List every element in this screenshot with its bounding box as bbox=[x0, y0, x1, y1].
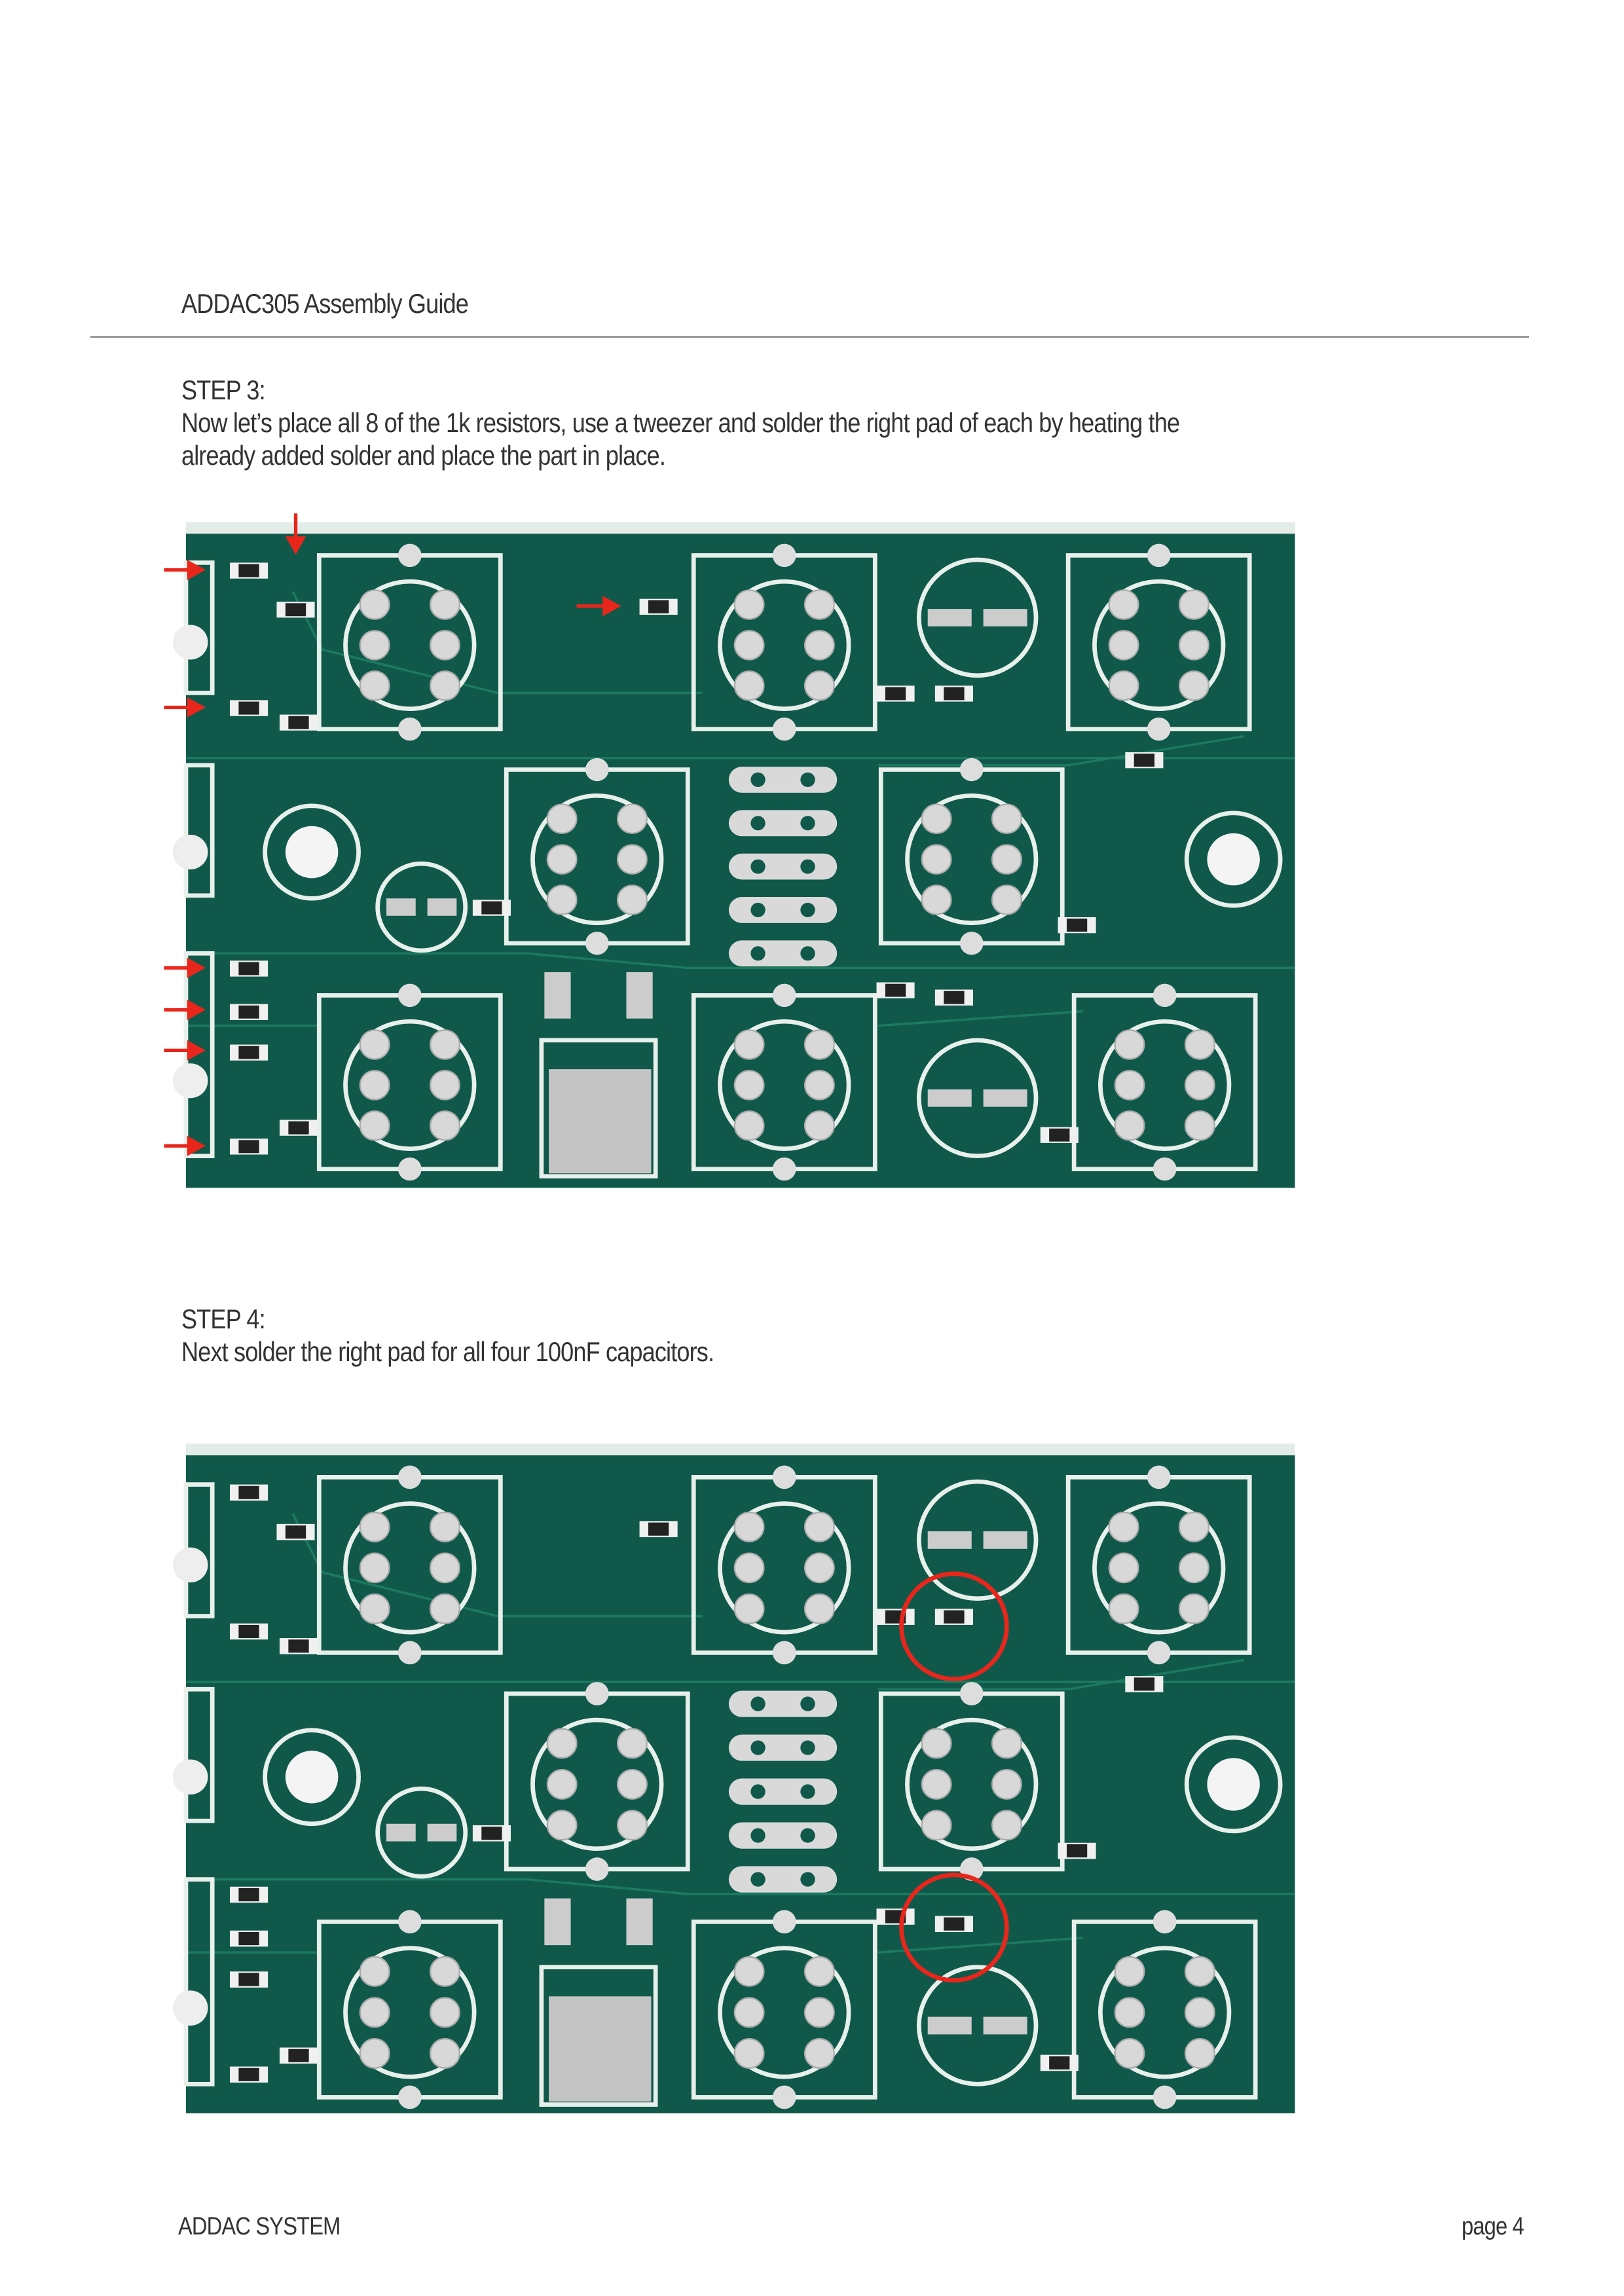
electrolytic-capacitor bbox=[916, 1965, 1039, 2086]
smd-component bbox=[279, 1120, 318, 1136]
jack-footprint bbox=[316, 543, 503, 741]
jack-footprint bbox=[1071, 1910, 1258, 2109]
smd-component bbox=[1058, 1842, 1096, 1859]
smd-component bbox=[276, 1523, 315, 1540]
jack-footprint bbox=[691, 1465, 877, 1665]
smd-component bbox=[639, 1521, 678, 1537]
jack-footprint bbox=[316, 1465, 503, 1665]
jack-footprint bbox=[504, 757, 690, 955]
voltage-regulator bbox=[539, 972, 658, 1178]
smd-component bbox=[276, 602, 315, 618]
step4-text-line1: Next solder the right pad for all four 1… bbox=[181, 1336, 714, 1367]
smd-component bbox=[876, 1609, 915, 1625]
step4-pcb-photo bbox=[161, 1419, 1317, 2113]
highlight-circle bbox=[899, 1872, 1009, 1983]
red-arrows bbox=[164, 513, 621, 1156]
smd-component bbox=[934, 989, 973, 1006]
jack-footprint bbox=[504, 1682, 690, 1881]
jack-footprint bbox=[316, 1910, 503, 2109]
highlight-circle bbox=[899, 1571, 1009, 1681]
arrow-right-icon bbox=[164, 1040, 206, 1061]
arrow-right-icon bbox=[164, 559, 206, 581]
footer-page-number: page 4 bbox=[1462, 2213, 1524, 2240]
jack-footprint bbox=[691, 543, 877, 741]
smd-component bbox=[230, 1930, 268, 1947]
red-circle-markers bbox=[899, 1571, 1009, 1983]
smd-component bbox=[472, 900, 511, 916]
footer-left: ADDAC SYSTEM bbox=[178, 2213, 341, 2240]
step4-title: STEP 4: bbox=[181, 1303, 266, 1334]
smd-component bbox=[230, 1484, 268, 1501]
smd-component bbox=[230, 960, 268, 977]
mounting-hole bbox=[1184, 811, 1283, 908]
arrow-right-icon bbox=[164, 697, 206, 718]
smd-component bbox=[639, 598, 678, 615]
smd-component bbox=[1125, 1676, 1164, 1692]
mounting-hole bbox=[1184, 1735, 1283, 1834]
smd-component bbox=[1125, 752, 1164, 769]
arrow-right-icon bbox=[576, 596, 621, 617]
document-header-title: ADDAC305 Assembly Guide bbox=[181, 288, 469, 319]
jack-footprint bbox=[1071, 983, 1258, 1181]
smd-component bbox=[230, 1044, 268, 1061]
step3-text-line2: already added solder and place the part … bbox=[181, 440, 666, 471]
electrolytic-capacitor bbox=[375, 861, 468, 953]
arrow-right-icon bbox=[164, 999, 206, 1021]
mounting-hole bbox=[263, 1728, 361, 1827]
smd-component bbox=[230, 1623, 268, 1640]
smd-component bbox=[876, 685, 915, 702]
smd-component bbox=[279, 2047, 318, 2064]
voltage-regulator bbox=[539, 1898, 658, 2107]
smd-component bbox=[1040, 2054, 1079, 2071]
arrow-down-icon bbox=[285, 513, 306, 555]
smd-component bbox=[472, 1825, 511, 1842]
arrow-right-icon bbox=[164, 957, 206, 978]
electrolytic-capacitor bbox=[916, 1479, 1039, 1601]
smd-component bbox=[230, 700, 268, 716]
step3-text-line1: Now let’s place all 8 of the 1k resistor… bbox=[181, 407, 1180, 438]
smd-component bbox=[230, 562, 268, 579]
smd-component bbox=[1058, 917, 1096, 934]
electrolytic-capacitor bbox=[375, 1786, 468, 1879]
smd-component bbox=[279, 1638, 318, 1654]
pcb-image bbox=[172, 1443, 1295, 2113]
jack-footprint bbox=[691, 1910, 877, 2109]
jack-footprint bbox=[878, 1682, 1065, 1881]
smd-component bbox=[876, 1908, 915, 1925]
smd-component bbox=[230, 2066, 268, 2083]
smd-component bbox=[230, 1004, 268, 1020]
electrolytic-capacitor bbox=[916, 1038, 1039, 1159]
smd-component bbox=[230, 1971, 268, 1988]
smd-component bbox=[230, 1886, 268, 1903]
smd-component bbox=[934, 685, 973, 702]
jack-footprint bbox=[878, 757, 1065, 955]
mounting-hole bbox=[263, 803, 361, 901]
electrolytic-capacitor bbox=[916, 557, 1039, 678]
jack-footprint bbox=[691, 983, 877, 1181]
smd-component bbox=[876, 982, 915, 998]
jack-footprint bbox=[1065, 543, 1252, 741]
smd-component bbox=[934, 1916, 973, 1933]
header-divider bbox=[90, 336, 1529, 338]
jack-footprint bbox=[1065, 1465, 1252, 1665]
step3-title: STEP 3: bbox=[181, 374, 266, 405]
smd-component bbox=[279, 714, 318, 731]
pcb-image bbox=[164, 513, 1295, 1188]
smd-component bbox=[230, 1139, 268, 1155]
smd-component bbox=[1040, 1127, 1079, 1143]
jack-footprint bbox=[316, 983, 503, 1181]
step3-pcb-photo bbox=[161, 505, 1317, 1192]
arrow-right-icon bbox=[164, 1135, 206, 1156]
smd-component bbox=[934, 1609, 973, 1625]
